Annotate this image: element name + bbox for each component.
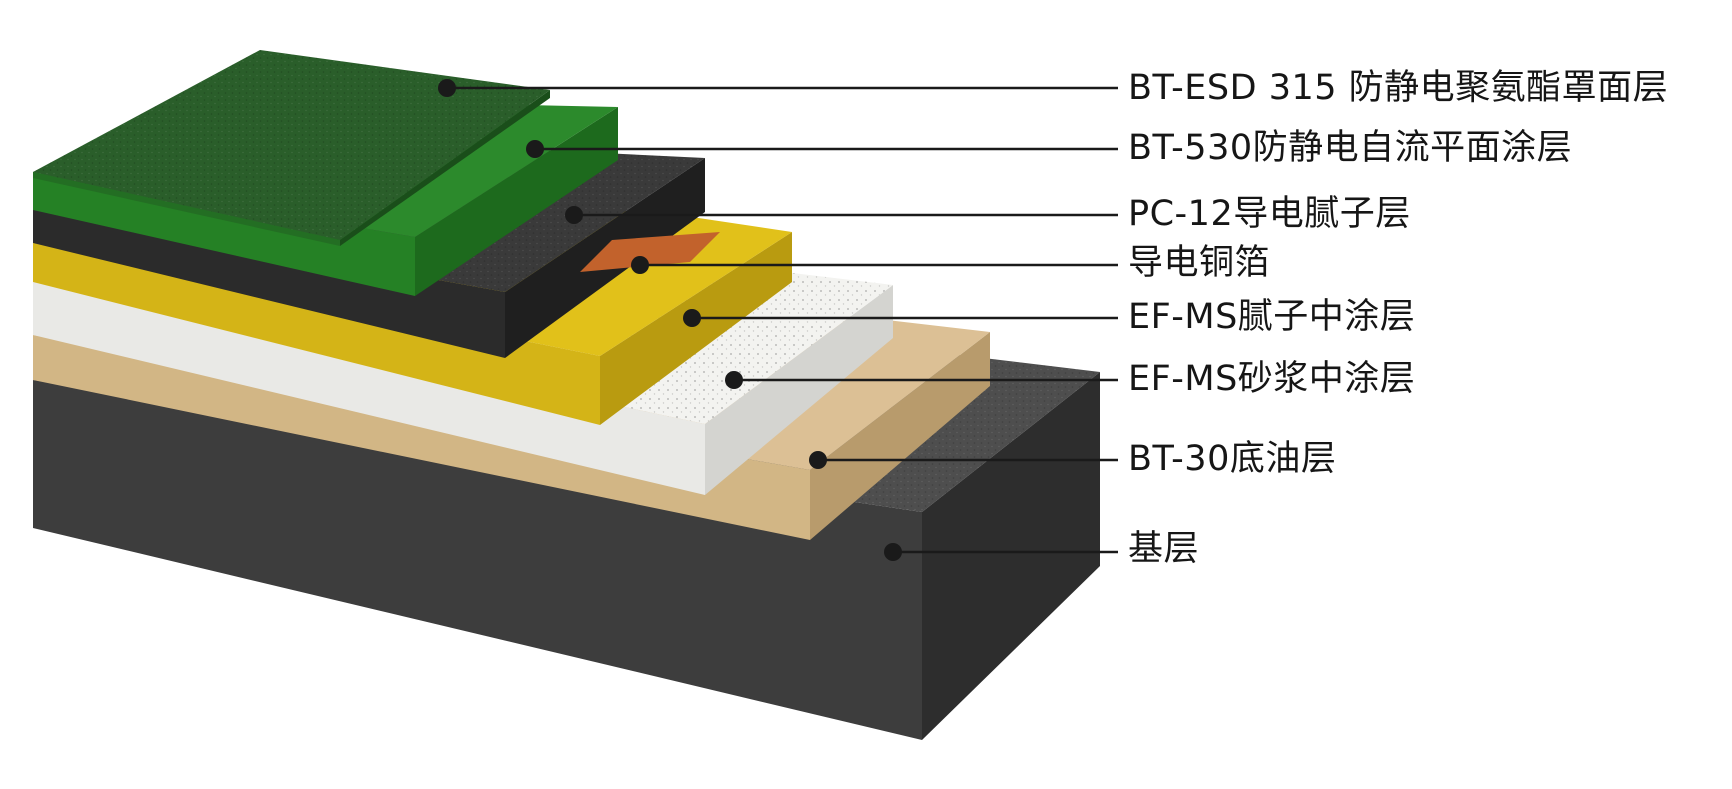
substrate-front-face <box>33 380 922 740</box>
self-leveling-side-face <box>415 107 618 296</box>
esd-topcoat-side-face <box>340 90 550 246</box>
copper-foil-strip <box>580 232 720 272</box>
esd-topcoat-top-texture <box>33 50 550 240</box>
primer-leader-dot <box>809 451 827 469</box>
self-leveling-front-face <box>33 172 415 296</box>
label-conductive-putty: PC-12导电腻子层 <box>1128 194 1411 234</box>
label-primer: BT-30底油层 <box>1128 439 1337 479</box>
primer-front-face <box>33 335 810 540</box>
self-leveling-leader-dot <box>526 140 544 158</box>
copper-foil-leader-dot <box>631 256 649 274</box>
label-copper-foil: 导电铜箔 <box>1128 243 1271 283</box>
label-mortar-midcoat: EF-MS砂浆中涂层 <box>1128 359 1416 399</box>
mortar-midcoat-front-face <box>33 282 705 495</box>
esd-topcoat-front-face <box>33 172 340 246</box>
substrate-leader-dot <box>884 543 902 561</box>
conductive-putty-leader-dot <box>565 206 583 224</box>
putty-midcoat-front-face <box>33 243 600 425</box>
esd-topcoat-leader-dot <box>438 79 456 97</box>
substrate-side-face <box>922 372 1100 740</box>
putty-midcoat-side-face <box>600 232 792 425</box>
conductive-putty-front-face <box>33 207 505 358</box>
label-substrate: 基层 <box>1128 529 1200 569</box>
label-esd-topcoat: BT-ESD 315 防静电聚氨酯罩面层 <box>1128 68 1669 108</box>
mortar-midcoat-leader-dot <box>725 371 743 389</box>
label-self-leveling: BT-530防静电自流平面涂层 <box>1128 128 1573 168</box>
primer-side-face <box>810 332 990 540</box>
label-putty-midcoat: EF-MS腻子中涂层 <box>1128 297 1416 337</box>
putty-midcoat-leader-dot <box>683 309 701 327</box>
mortar-midcoat-side-face <box>705 285 893 495</box>
